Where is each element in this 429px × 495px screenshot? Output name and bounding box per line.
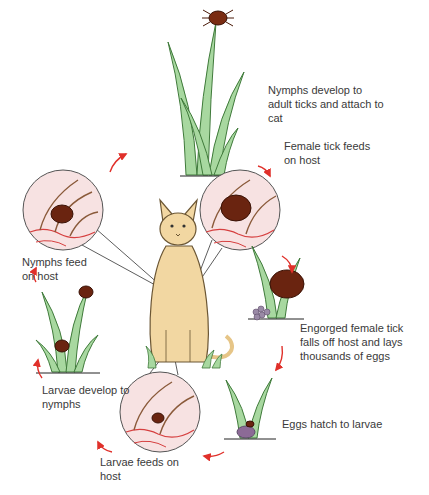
- engorged-tick: [270, 270, 304, 298]
- label-box: Larvae develop to nymphs: [42, 384, 142, 412]
- cat-grass: [146, 346, 222, 368]
- nymph-tick: [55, 340, 69, 352]
- stage-label: Larvae feeds on host: [100, 456, 190, 484]
- female-feeding-circle: [200, 170, 280, 250]
- ground-line: [224, 439, 276, 440]
- top-grass: [168, 22, 244, 175]
- label-box: Eggs hatch to larvae: [282, 418, 412, 432]
- larva-tick: [246, 421, 254, 427]
- label-box: Engorged female tick falls off host and …: [300, 322, 412, 363]
- stage-label: Female tick feeds on host: [284, 140, 374, 168]
- label-box: Nymphs develop to adult ticks and attach…: [268, 84, 386, 125]
- stage-label: Nymphs feed on host: [22, 256, 102, 284]
- nymph-tick: [79, 286, 93, 298]
- label-box: Nymphs feed on host: [22, 256, 102, 284]
- adult-tick: [202, 10, 234, 26]
- grass-blade: [181, 98, 212, 175]
- leader-lines: [82, 228, 222, 375]
- egg-grass: [226, 378, 272, 438]
- nymph-feeding-circle: [23, 170, 103, 250]
- cycle-arrows: [34, 154, 292, 457]
- label-box: Female tick feeds on host: [284, 140, 374, 168]
- grass-blade: [209, 72, 244, 175]
- stage-label: Larvae develop to nymphs: [42, 384, 142, 412]
- grass-blade: [168, 42, 197, 175]
- left-grass: [36, 288, 98, 372]
- stage-label: Nymphs develop to adult ticks and attach…: [268, 84, 386, 125]
- stage-label: Engorged female tick falls off host and …: [300, 322, 412, 363]
- larva-feeding-circle: [120, 372, 200, 452]
- grass-blade: [214, 128, 238, 175]
- stage-label: Eggs hatch to larvae: [282, 418, 412, 432]
- egg-mass: [237, 426, 255, 438]
- label-box: Larvae feeds on host: [100, 456, 190, 484]
- ground-line: [36, 373, 100, 374]
- egg-mass: [253, 306, 270, 320]
